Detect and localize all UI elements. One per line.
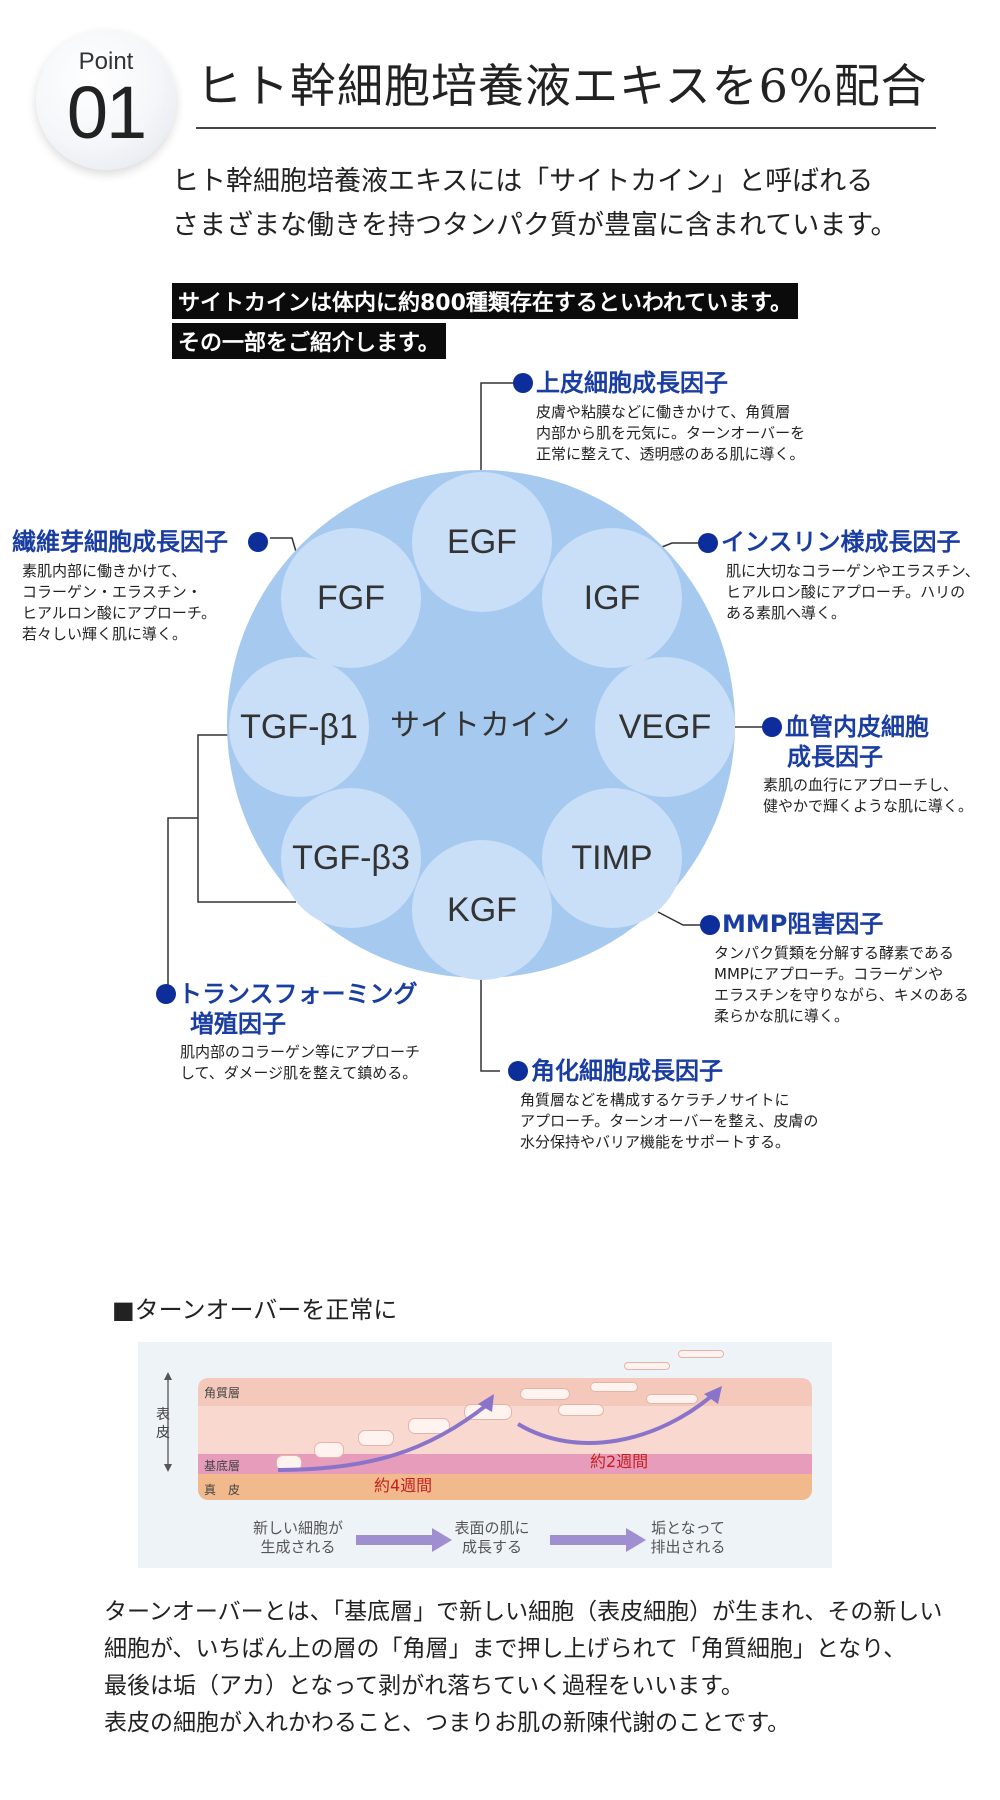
factor-title-timp: MMP阻害因子 xyxy=(722,910,884,938)
intro-text: ヒト幹細胞培養液エキスには「サイトカイン」と呼ばれる さまざまな働きを持つタンパ… xyxy=(172,160,898,248)
connector-kgf xyxy=(480,978,500,1072)
point-number: 01 xyxy=(66,71,147,154)
circle-kgf: KGF xyxy=(412,840,552,980)
point-badge: Point 01 xyxy=(36,30,176,170)
cell xyxy=(646,1394,698,1404)
step-1: 新しい細胞が 生成される xyxy=(252,1519,343,1556)
cell xyxy=(590,1382,638,1392)
cell xyxy=(624,1362,670,1370)
label-epidermis: 表皮 xyxy=(156,1407,170,1441)
dot-igf xyxy=(698,533,718,553)
cell xyxy=(358,1430,394,1446)
dot-fgf xyxy=(248,532,268,552)
circle-igf: IGF xyxy=(542,528,682,668)
factor-desc-igf: 肌に大切なコラーゲンやエラスチン、 ヒアルロン酸にアプローチ。ハリの ある素肌へ… xyxy=(726,562,980,622)
factor-title-tgf: トランスフォーミング 増殖因子 xyxy=(178,980,418,1038)
circle-tgfb3: TGF-β3 xyxy=(281,788,421,928)
circle-vegf: VEGF xyxy=(595,657,735,797)
turnover-illustration: 表皮 角質層 基底層 真 皮 約4週間 約2週間 新しい細胞が 生成される 表面… xyxy=(138,1342,832,1568)
intro-line: さまざまな働きを持つタンパク質が豊富に含まれています。 xyxy=(172,210,898,241)
factor-desc-kgf: 角質層などを構成するケラチノサイトに アプローチ。ターンオーバーを整え、皮膚の … xyxy=(520,1091,819,1151)
factor-title-kgf: 角化細胞成長因子 xyxy=(531,1057,723,1085)
factor-desc-timp: タンパク質類を分解する酵素である MMPにアプローチ。コラーゲンや エラスチンを… xyxy=(714,944,969,1025)
page-title: ヒト幹細胞培養液エキスを6%配合 xyxy=(196,59,928,113)
connector-timp xyxy=(657,911,702,926)
epidermis-arrow xyxy=(164,1372,172,1472)
factor-desc-egf: 皮膚や粘膜などに働きかけて、角質層 内部から肌を元気に。ターンオーバーを 正常に… xyxy=(536,403,806,463)
factor-desc-fgf: 素肌内部に働きかけて、 コラーゲン・エラスチン・ ヒアルロン酸にアプローチ。 若… xyxy=(22,562,217,643)
layer-basal xyxy=(198,1454,812,1474)
turnover-heading: ■ターンオーバーを正常に xyxy=(112,1296,398,1324)
title-underline xyxy=(196,127,936,129)
label-dermis: 真 皮 xyxy=(204,1483,241,1497)
cell xyxy=(408,1418,450,1434)
cell xyxy=(520,1388,570,1400)
connector-egf xyxy=(480,382,514,473)
step-arrow-1 xyxy=(356,1528,452,1552)
cell xyxy=(678,1350,724,1358)
step-2: 表面の肌に 成長する xyxy=(454,1519,530,1556)
label-2-weeks: 約2週間 xyxy=(590,1452,649,1471)
label-basal-layer: 基底層 xyxy=(204,1459,241,1473)
connector-tgf xyxy=(167,817,198,985)
factor-desc-vegf: 素肌の血行にアプローチし、 健やかで輝くような肌に導く。 xyxy=(763,776,974,815)
label-4-weeks: 約4週間 xyxy=(374,1476,433,1495)
cell xyxy=(558,1404,604,1416)
center-label: サイトカイン xyxy=(390,708,570,743)
point-word: Point xyxy=(78,48,134,75)
turnover-explanation: ターンオーバーとは、「基底層」で新しい細胞（表皮細胞）が生まれ、その新しい 細胞… xyxy=(104,1599,943,1736)
step-arrow-2 xyxy=(550,1528,646,1552)
dot-timp xyxy=(700,915,720,935)
step-3: 垢となって 排出される xyxy=(650,1519,726,1556)
layer-dermis xyxy=(198,1474,812,1500)
factor-title-egf: 上皮細胞成長因子 xyxy=(536,369,728,397)
highlight-line-2: その一部をご紹介します。 xyxy=(172,323,446,359)
dot-tgf xyxy=(156,984,176,1004)
label-stratum-corneum: 角質層 xyxy=(204,1386,241,1400)
circle-egf: EGF xyxy=(412,472,552,612)
factor-title-igf: インスリン様成長因子 xyxy=(721,528,961,556)
circle-tgfb1: TGF-β1 xyxy=(229,657,369,797)
factor-desc-tgf: 肌内部のコラーゲン等にアプローチ して、ダメージ肌を整えて鎮める。 xyxy=(180,1043,421,1082)
cell xyxy=(314,1442,344,1458)
intro-line: ヒト幹細胞培養液エキスには「サイトカイン」と呼ばれる xyxy=(172,166,874,197)
circle-timp: TIMP xyxy=(542,788,682,928)
dot-kgf xyxy=(508,1061,528,1081)
turnover-arrows xyxy=(277,1386,722,1472)
factor-title-fgf: 繊維芽細胞成長因子 xyxy=(12,528,228,556)
dot-vegf xyxy=(762,717,782,737)
circle-fgf: FGF xyxy=(281,528,421,668)
factor-title-vegf: 血管内皮細胞 成長因子 xyxy=(785,713,929,771)
dot-egf xyxy=(513,373,533,393)
connector-igf xyxy=(661,542,700,548)
highlight-line-1: サイトカインは体内に約800種類存在するといわれています。 xyxy=(172,283,798,319)
